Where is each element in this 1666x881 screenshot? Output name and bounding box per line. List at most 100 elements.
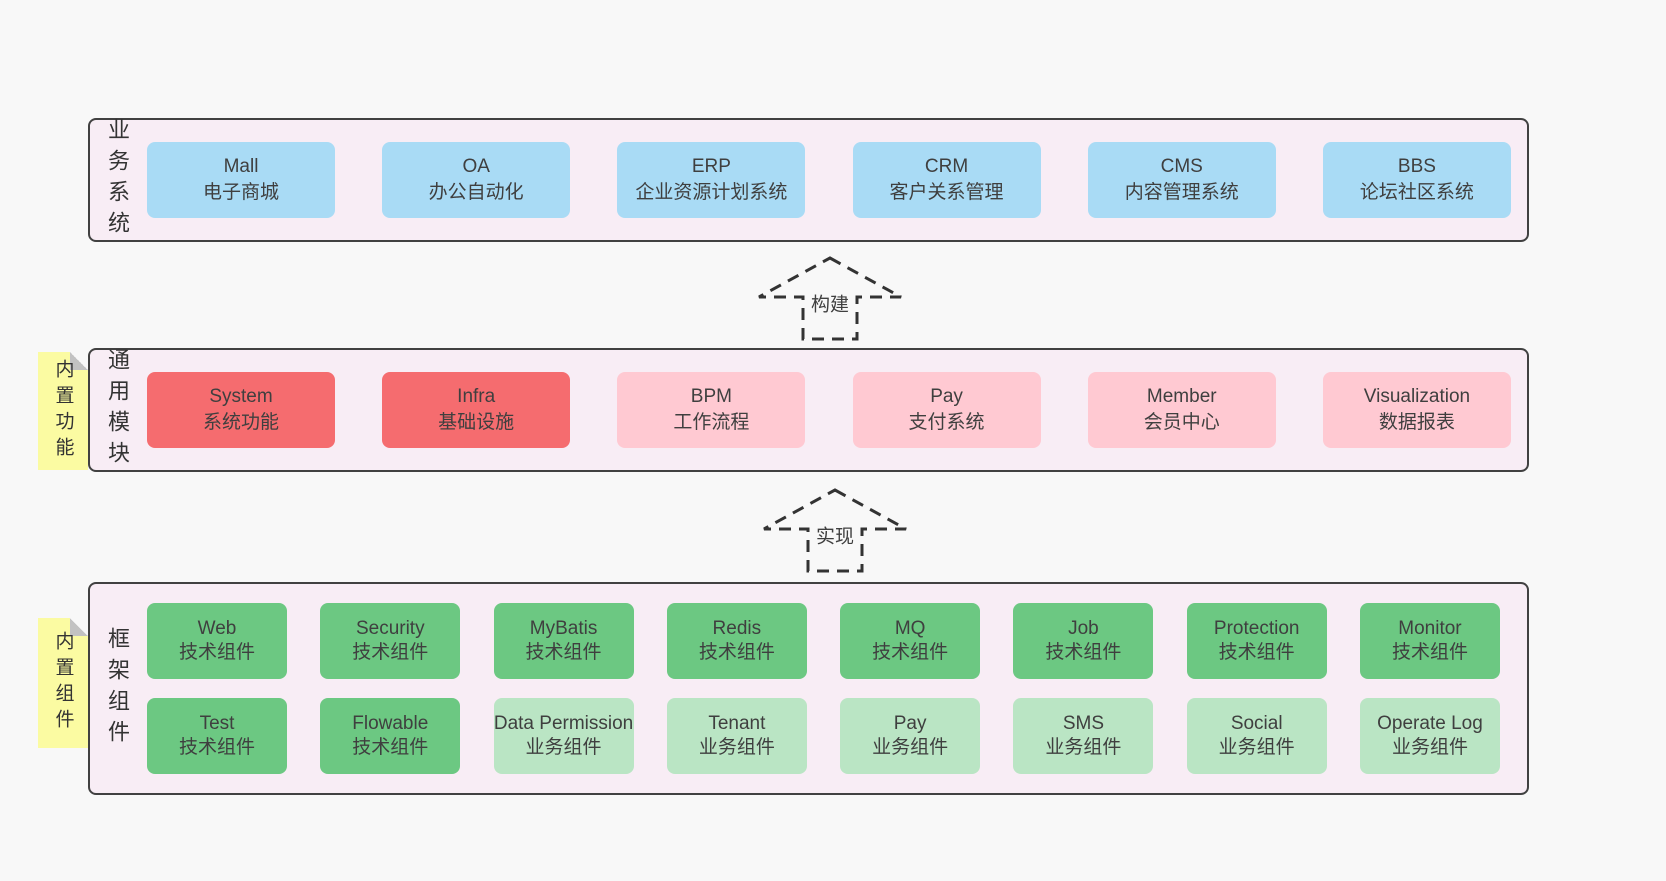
box-title: Operate Log <box>1377 712 1483 734</box>
box-subtitle: 会员中心 <box>1143 412 1220 433</box>
box-subtitle: 技术组件 <box>1045 642 1122 663</box>
box-subtitle: 技术组件 <box>352 642 429 663</box>
box-title: OA <box>462 156 490 178</box>
box-title: Monitor <box>1398 617 1462 639</box>
framework-components-row-2: Test 技术组件 Flowable 技术组件 Data Permission … <box>147 698 1500 774</box>
framework-components-row-1: Web 技术组件 Security 技术组件 MyBatis 技术组件 Redi… <box>147 603 1500 679</box>
box-tenant: Tenant 业务组件 <box>666 698 807 774</box>
box-operate-log: Operate Log 业务组件 <box>1359 698 1500 774</box>
box-title: Infra <box>457 386 496 408</box>
box-subtitle: 客户关系管理 <box>889 182 1004 203</box>
box-title: Flowable <box>352 712 429 734</box>
box-subtitle: 业务组件 <box>525 737 602 758</box>
box-sms: SMS 业务组件 <box>1013 698 1154 774</box>
box-title: Data Permission <box>493 712 634 734</box>
box-member: Member 会员中心 <box>1087 372 1276 448</box>
box-security: Security 技术组件 <box>320 603 461 679</box>
box-title: Test <box>199 712 235 734</box>
arrow-build-label: 构建 <box>807 288 853 318</box>
box-subtitle: 数据报表 <box>1378 412 1455 433</box>
box-subtitle: 业务组件 <box>1391 737 1468 758</box>
box-pay: Pay 支付系统 <box>852 372 1041 448</box>
box-protection: Protection 技术组件 <box>1186 603 1327 679</box>
sticky-builtin-components-label: 内置组件 <box>52 631 74 735</box>
box-subtitle: 技术组件 <box>872 642 949 663</box>
box-subtitle: 技术组件 <box>1391 642 1468 663</box>
box-test: Test 技术组件 <box>147 698 287 774</box>
box-subtitle: 支付系统 <box>908 412 985 433</box>
box-flowable: Flowable 技术组件 <box>320 698 461 774</box>
common-modules-boxes: System 系统功能 Infra 基础设施 BPM 工作流程 Pay 支付系统… <box>147 350 1511 470</box>
band-business-systems: 业务系统 Mall 电子商城 OA 办公自动化 ERP 企业资源计划系统 CRM… <box>88 118 1529 242</box>
box-crm: CRM 客户关系管理 <box>852 142 1041 218</box>
box-title: Tenant <box>708 712 766 734</box>
box-cms: CMS 内容管理系统 <box>1087 142 1276 218</box>
box-subtitle: 业务组件 <box>872 737 949 758</box>
box-subtitle: 基础设施 <box>438 412 515 433</box>
box-subtitle: 技术组件 <box>352 737 429 758</box>
box-title: System <box>209 386 273 408</box>
box-title: BPM <box>690 386 732 408</box>
box-title: BBS <box>1397 156 1436 178</box>
sticky-builtin-features-label: 内置功能 <box>52 359 74 463</box>
box-data-permission: Data Permission 业务组件 <box>493 698 634 774</box>
band-business-systems-label: 业务系统 <box>105 118 130 242</box>
box-title: Mall <box>223 156 259 178</box>
box-title: Visualization <box>1363 386 1471 408</box>
folded-corner-icon <box>70 618 88 636</box>
box-subtitle: 工作流程 <box>673 412 750 433</box>
arrow-build: 构建 <box>755 256 905 341</box>
folded-corner-icon <box>70 352 88 370</box>
box-subtitle: 系统功能 <box>202 412 279 433</box>
box-bpm: BPM 工作流程 <box>617 372 806 448</box>
box-infra: Infra 基础设施 <box>382 372 571 448</box>
box-title: CMS <box>1160 156 1203 178</box>
block-arrow-up-icon <box>758 256 902 341</box>
box-erp: ERP 企业资源计划系统 <box>617 142 806 218</box>
box-title: Web <box>197 617 237 639</box>
box-web: Web 技术组件 <box>147 603 287 679</box>
band-common-modules: 通用模块 System 系统功能 Infra 基础设施 BPM 工作流程 Pay… <box>88 348 1529 472</box>
box-title: Job <box>1068 617 1099 639</box>
box-title: Social <box>1230 712 1283 734</box>
box-title: ERP <box>691 156 731 178</box>
box-redis: Redis 技术组件 <box>666 603 807 679</box>
box-subtitle: 电子商城 <box>202 182 279 203</box>
box-title: SMS <box>1062 712 1104 734</box>
box-subtitle: 业务组件 <box>1218 737 1295 758</box>
box-subtitle: 技术组件 <box>1218 642 1295 663</box>
box-mq: MQ 技术组件 <box>840 603 981 679</box>
box-title: Pay <box>930 386 963 408</box>
block-arrow-up-icon <box>763 488 907 573</box>
box-title: Member <box>1146 386 1217 408</box>
box-title: Redis <box>712 617 762 639</box>
band-framework-components-label: 框架组件 <box>105 626 130 751</box>
box-title: Pay <box>893 712 927 734</box>
box-social: Social 业务组件 <box>1186 698 1327 774</box>
sticky-builtin-features: 内置功能 <box>38 352 88 470</box>
box-mall: Mall 电子商城 <box>147 142 335 218</box>
box-subtitle: 论坛社区系统 <box>1359 182 1474 203</box>
band-framework-components: 框架组件 Web 技术组件 Security 技术组件 MyBatis 技术组件… <box>88 582 1529 795</box>
box-subtitle: 内容管理系统 <box>1124 182 1239 203</box>
framework-components-rows: Web 技术组件 Security 技术组件 MyBatis 技术组件 Redi… <box>147 603 1500 774</box>
box-subtitle: 技术组件 <box>525 642 602 663</box>
box-title: Security <box>355 617 425 639</box>
band-common-modules-label: 通用模块 <box>105 348 130 472</box>
box-monitor: Monitor 技术组件 <box>1359 603 1500 679</box>
box-bbs: BBS 论坛社区系统 <box>1322 142 1511 218</box>
sticky-builtin-components: 内置组件 <box>38 618 88 748</box>
box-subtitle: 业务组件 <box>698 737 775 758</box>
box-subtitle: 办公自动化 <box>428 182 524 203</box>
box-oa: OA 办公自动化 <box>382 142 571 218</box>
box-title: MQ <box>894 617 926 639</box>
box-subtitle: 业务组件 <box>1045 737 1122 758</box>
business-systems-boxes: Mall 电子商城 OA 办公自动化 ERP 企业资源计划系统 CRM 客户关系… <box>147 120 1511 240</box>
box-pay-component: Pay 业务组件 <box>840 698 981 774</box>
box-subtitle: 技术组件 <box>178 642 255 663</box>
box-subtitle: 企业资源计划系统 <box>635 182 788 203</box>
box-title: Protection <box>1213 617 1300 639</box>
box-subtitle: 技术组件 <box>698 642 775 663</box>
box-system: System 系统功能 <box>147 372 335 448</box>
box-job: Job 技术组件 <box>1013 603 1154 679</box>
